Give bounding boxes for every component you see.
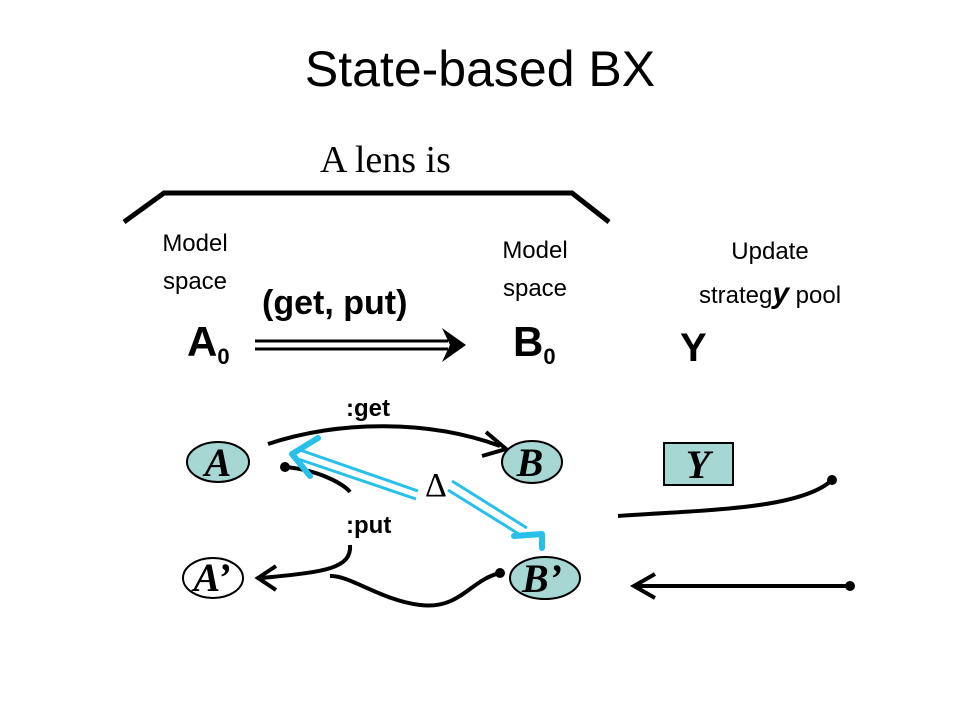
- lens-brace: [122, 190, 611, 225]
- get-label: :get: [346, 395, 390, 422]
- update-strategy-pre: strateg: [698, 282, 773, 309]
- lens-heading: A lens is: [320, 139, 451, 181]
- update-backward-arrow: [629, 572, 855, 600]
- node-a: A: [186, 440, 250, 485]
- update-strategy-label: Update strategy pool: [660, 233, 880, 315]
- b-zero-subscript: 0: [543, 344, 556, 369]
- model-space-left-line1: Model: [162, 230, 228, 257]
- b-zero-letter: B: [513, 318, 544, 365]
- node-b-label: B: [516, 440, 544, 485]
- node-y-label: Y: [686, 442, 714, 487]
- node-a-prime-label: A’: [190, 555, 230, 600]
- node-a-prime: A’: [182, 555, 244, 600]
- model-space-right-label: Model space: [480, 232, 590, 308]
- node-a-label: A: [202, 440, 232, 485]
- node-b: B: [501, 440, 563, 485]
- a-zero-symbol: A0: [187, 318, 230, 369]
- node-y: Y: [663, 442, 734, 487]
- update-strategy-line1: Update: [731, 238, 809, 265]
- model-space-right-line1: Model: [502, 237, 568, 264]
- update-forward-line: [617, 475, 837, 518]
- put-label: :put: [346, 512, 392, 539]
- put-arrow: [254, 462, 505, 608]
- delta-label: Δ: [425, 467, 447, 504]
- lens-double-arrow: [255, 328, 466, 362]
- node-b-prime: B’: [509, 556, 581, 601]
- delta-double-arrow: [289, 435, 545, 551]
- lens-label: (get, put): [262, 284, 408, 322]
- node-b-prime-label: B’: [521, 556, 562, 601]
- update-strategy-y: y: [772, 277, 789, 310]
- model-space-right-line2: space: [502, 275, 568, 302]
- model-space-left-label: Model space: [140, 225, 250, 301]
- b-zero-symbol: B0: [513, 318, 556, 369]
- update-strategy-post: pool: [789, 282, 842, 309]
- get-arrow: [267, 424, 511, 458]
- y-symbol: Y: [680, 326, 707, 370]
- a-zero-letter: A: [187, 318, 218, 365]
- update-strategy-line2: strategy pool: [660, 275, 880, 315]
- a-zero-subscript: 0: [217, 344, 230, 369]
- model-space-left-line2: space: [162, 268, 228, 295]
- slide-title: State-based BX: [304, 41, 656, 97]
